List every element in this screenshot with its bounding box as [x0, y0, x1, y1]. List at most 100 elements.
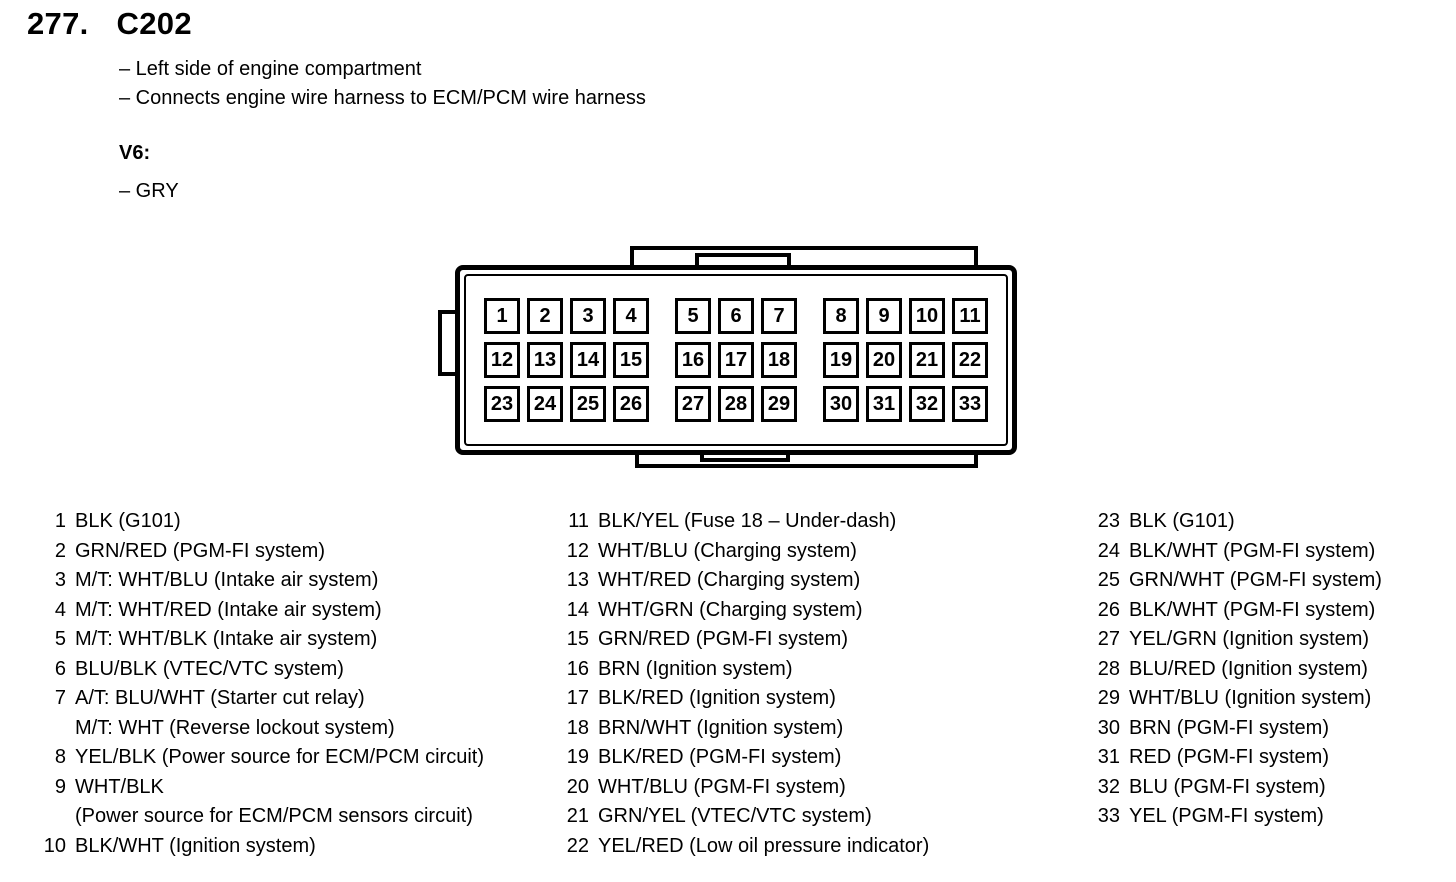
- pin-description: YEL/RED (Low oil pressure indicator): [598, 834, 930, 857]
- legend-entry: 26 BLK/WHT (PGM-FI system): [1094, 596, 1449, 626]
- pin-description: A/T: BLU/WHT (Starter cut relay) M/T: WH…: [75, 687, 395, 739]
- pin-number: 3: [54, 569, 66, 591]
- legend-column-2: 11 BLK/YEL (Fuse 18 – Under-dash) 12 WHT…: [563, 507, 1078, 861]
- legend-entry: 11 BLK/YEL (Fuse 18 – Under-dash): [563, 507, 1078, 537]
- pin-number: 16: [566, 657, 589, 680]
- pin-number: 8: [54, 746, 66, 768]
- pin-description: GRN/RED (PGM-FI system): [75, 539, 325, 562]
- pin-number: 15: [566, 628, 589, 650]
- pin-number: 1: [54, 510, 66, 532]
- pin-description: WHT/GRN (Charging system): [598, 598, 863, 621]
- pin-cell-8: 8: [823, 298, 859, 334]
- pin-cell-14: 14: [570, 342, 606, 378]
- legend-entry: 2 GRN/RED (PGM-FI system): [40, 537, 545, 567]
- legend-entry: 4 M/T: WHT/RED (Intake air system): [40, 596, 545, 626]
- legend-entry: 31 RED (PGM-FI system): [1094, 743, 1449, 773]
- pin-number: 24: [1097, 539, 1120, 562]
- pin-description: BLU (PGM-FI system): [1129, 775, 1326, 798]
- pin-number: 4: [54, 598, 66, 621]
- legend-entry: 3 M/T: WHT/BLU (Intake air system): [40, 566, 545, 596]
- pin-number: 32: [1097, 775, 1120, 798]
- connector-inner-outline: [464, 274, 1008, 446]
- pin-description: BLK/RED (PGM-FI system): [598, 746, 842, 768]
- legend-entry: 7 A/T: BLU/WHT (Starter cut relay) M/T: …: [40, 684, 545, 743]
- pin-number: 33: [1097, 805, 1120, 827]
- pin-description: WHT/BLU (Charging system): [598, 539, 857, 562]
- pin-cell-31: 31: [866, 386, 902, 422]
- pin-description: RED (PGM-FI system): [1129, 746, 1329, 768]
- pin-description: GRN/YEL (VTEC/VTC system): [598, 805, 872, 827]
- pin-number: 10: [43, 834, 66, 857]
- pin-description: M/T: WHT/BLK (Intake air system): [75, 628, 378, 650]
- pin-cell-1: 1: [484, 298, 520, 334]
- title-connector-id: C202: [116, 6, 192, 41]
- pin-cell-20: 20: [866, 342, 902, 378]
- pin-description: BLK (G101): [1129, 510, 1235, 532]
- pin-cell-11: 11: [952, 298, 988, 334]
- connector-housing: 1 2 3 4 12 13 14 15 23 24 25 26 5 6 7: [455, 265, 1017, 455]
- pin-description: WHT/BLU (PGM-FI system): [598, 775, 846, 798]
- legend-column-3: 23 BLK (G101) 24 BLK/WHT (PGM-FI system)…: [1094, 507, 1449, 832]
- pin-description: M/T: WHT/RED (Intake air system): [75, 598, 382, 621]
- variant-label: V6:: [119, 142, 151, 164]
- pin-number: 2: [54, 539, 66, 562]
- pin-number: 28: [1097, 657, 1120, 680]
- pin-description: YEL/BLK (Power source for ECM/PCM circui…: [75, 746, 484, 768]
- pin-number: 19: [566, 746, 589, 768]
- pin-number: 25: [1097, 569, 1120, 591]
- legend-entry: 17 BLK/RED (Ignition system): [563, 684, 1078, 714]
- pin-description: BLK/WHT (Ignition system): [75, 834, 316, 857]
- pin-description: WHT/BLU (Ignition system): [1129, 687, 1372, 709]
- pin-cell-4: 4: [613, 298, 649, 334]
- pin-cell-23: 23: [484, 386, 520, 422]
- pin-number: 11: [568, 510, 589, 532]
- pin-cell-16: 16: [675, 342, 711, 378]
- pin-description: BLK/RED (Ignition system): [598, 687, 836, 709]
- pin-group-left: 1 2 3 4 12 13 14 15 23 24 25 26: [484, 298, 649, 422]
- legend-entry: 8 YEL/BLK (Power source for ECM/PCM circ…: [40, 743, 545, 773]
- pin-number: 12: [566, 539, 589, 562]
- pin-cell-15: 15: [613, 342, 649, 378]
- pin-description: BLU/RED (Ignition system): [1129, 657, 1368, 680]
- pin-number: 22: [566, 834, 589, 857]
- pin-description: WHT/BLK (Power source for ECM/PCM sensor…: [75, 775, 473, 828]
- pin-number: 14: [566, 598, 589, 621]
- pin-cell-6: 6: [718, 298, 754, 334]
- legend-entry: 33 YEL (PGM-FI system): [1094, 802, 1449, 832]
- pin-number: 21: [566, 805, 589, 827]
- pin-cell-26: 26: [613, 386, 649, 422]
- legend-entry: 20 WHT/BLU (PGM-FI system): [563, 773, 1078, 803]
- legend-entry: 25 GRN/WHT (PGM-FI system): [1094, 566, 1449, 596]
- pin-cell-18: 18: [761, 342, 797, 378]
- legend-entry: 14 WHT/GRN (Charging system): [563, 596, 1078, 626]
- legend-entry: 27 YEL/GRN (Ignition system): [1094, 625, 1449, 655]
- pin-cell-9: 9: [866, 298, 902, 334]
- legend-entry: 22 YEL/RED (Low oil pressure indicator): [563, 832, 1078, 862]
- pin-grid: 1 2 3 4 12 13 14 15 23 24 25 26 5 6 7: [460, 270, 1012, 450]
- pin-description: BLK (G101): [75, 510, 181, 532]
- pin-description: WHT/RED (Charging system): [598, 569, 861, 591]
- pin-cell-27: 27: [675, 386, 711, 422]
- pin-description: BRN (Ignition system): [598, 657, 793, 680]
- legend-entry: 16 BRN (Ignition system): [563, 655, 1078, 685]
- pin-number: 29: [1097, 687, 1120, 709]
- location-notes: – Left side of engine compartment – Conn…: [119, 55, 646, 113]
- pin-cell-30: 30: [823, 386, 859, 422]
- legend-entry: 24 BLK/WHT (PGM-FI system): [1094, 537, 1449, 567]
- pin-number: 7: [54, 687, 66, 709]
- legend-entry: 32 BLU (PGM-FI system): [1094, 773, 1449, 803]
- pin-description: BLK/WHT (PGM-FI system): [1129, 598, 1376, 621]
- variant-color-note: – GRY: [119, 180, 179, 202]
- pin-cell-25: 25: [570, 386, 606, 422]
- pin-cell-28: 28: [718, 386, 754, 422]
- pin-cell-10: 10: [909, 298, 945, 334]
- pin-group-center: 5 6 7 16 17 18 27 28 29: [675, 298, 797, 422]
- pin-number: 13: [566, 569, 589, 591]
- legend-entry: 19 BLK/RED (PGM-FI system): [563, 743, 1078, 773]
- pin-number: 9: [54, 775, 66, 798]
- legend-entry: 29 WHT/BLU (Ignition system): [1094, 684, 1449, 714]
- connector-diagram: 1 2 3 4 12 13 14 15 23 24 25 26 5 6 7: [438, 246, 1017, 470]
- pin-cell-33: 33: [952, 386, 988, 422]
- legend-entry: 10 BLK/WHT (Ignition system): [40, 832, 545, 862]
